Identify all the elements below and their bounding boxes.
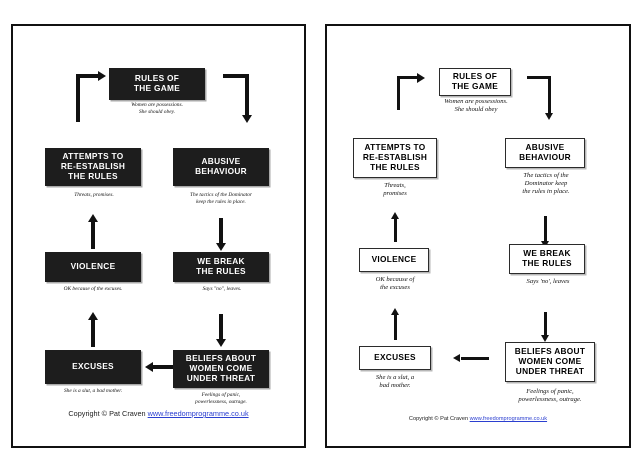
arrow-rules-to-abusive-vertical bbox=[548, 76, 551, 114]
caption-beliefs-about-women-come-under-threat: Feelings of panic,powerlessness, outrage… bbox=[195, 392, 247, 405]
footer-left: Copyright © Pat Craven www.freedomprogra… bbox=[13, 409, 304, 418]
caption-violence: OK because of the excuses. bbox=[63, 286, 123, 292]
caption-excuses: She is a slut, a bad mother. bbox=[63, 388, 123, 394]
arrow-feedback-horizontal bbox=[76, 74, 98, 78]
arrow-excuses-to-violence-shaft bbox=[394, 314, 397, 340]
freedom-programme-link-right[interactable]: www.freedomprogramme.co.uk bbox=[469, 416, 548, 422]
arrow-beliefs-to-excuses-head-icon bbox=[145, 362, 153, 372]
arrow-rules-to-abusive-horizontal bbox=[527, 76, 551, 79]
caption-beliefs-about-women-come-under-threat: Feelings of panic,powerlessness, outrage… bbox=[518, 388, 582, 404]
arrow-abusive-to-webreak-shaft bbox=[544, 216, 547, 242]
arrow-feedback-horizontal bbox=[397, 76, 417, 79]
arrow-feedback-vertical bbox=[76, 74, 80, 122]
arrow-abusive-to-webreak-head-icon bbox=[216, 243, 226, 251]
freedom-programme-link-left[interactable]: www.freedomprogramme.co.uk bbox=[147, 409, 249, 418]
arrow-rules-to-abusive-head-icon bbox=[545, 113, 553, 120]
arrow-beliefs-to-excuses-shaft bbox=[461, 357, 489, 360]
arrow-to-attempts-shaft bbox=[91, 221, 95, 249]
arrow-beliefs-to-excuses-shaft bbox=[153, 365, 173, 369]
arrow-feedback-head-icon bbox=[417, 73, 425, 83]
copyright-text-left: Copyright © Pat Craven bbox=[68, 409, 146, 418]
caption-rules-of-the-game: Women are possessions.She should obey bbox=[444, 98, 508, 114]
node-excuses[interactable]: EXCUSES bbox=[359, 346, 431, 370]
arrow-to-attempts-head-icon bbox=[391, 212, 399, 219]
arrow-webreak-to-beliefs-shaft bbox=[219, 314, 223, 340]
caption-we-break-the-rules: Says 'no', leaves bbox=[526, 278, 570, 285]
caption-attempts-to-re-establish-the-rules: Threats, promises. bbox=[74, 192, 114, 198]
caption-rules-of-the-game: Women are possessions.She should obey. bbox=[131, 102, 183, 115]
arrow-excuses-to-violence-shaft bbox=[91, 319, 95, 347]
arrow-feedback-vertical bbox=[397, 76, 400, 110]
arrow-to-attempts-head-icon bbox=[88, 214, 98, 222]
footer-right: Copyright © Pat Craven www.freedomprogra… bbox=[327, 416, 629, 422]
arrow-feedback-head-icon bbox=[98, 71, 106, 81]
arrow-rules-to-abusive-head-icon bbox=[242, 115, 252, 123]
arrow-webreak-to-beliefs-shaft bbox=[544, 312, 547, 336]
arrow-rules-to-abusive-vertical bbox=[245, 74, 249, 116]
node-excuses[interactable]: EXCUSES bbox=[45, 350, 141, 384]
caption-we-break-the-rules: Says "no", leaves. bbox=[202, 286, 242, 292]
node-violence[interactable]: VIOLENCE bbox=[45, 252, 141, 282]
arrow-webreak-to-beliefs-head-icon bbox=[541, 335, 549, 342]
caption-attempts-to-re-establish-the-rules: Threats,promises bbox=[383, 182, 407, 198]
arrow-beliefs-to-excuses-head-icon bbox=[453, 354, 460, 362]
arrow-abusive-to-webreak-shaft bbox=[219, 218, 223, 244]
arrow-excuses-to-violence-head-icon bbox=[88, 312, 98, 320]
copyright-text-right: Copyright © Pat Craven bbox=[408, 416, 469, 422]
node-violence[interactable]: VIOLENCE bbox=[359, 248, 429, 272]
arrow-webreak-to-beliefs-head-icon bbox=[216, 339, 226, 347]
arrow-rules-to-abusive-horizontal bbox=[223, 74, 249, 78]
arrow-to-attempts-shaft bbox=[394, 218, 397, 242]
arrow-excuses-to-violence-head-icon bbox=[391, 308, 399, 315]
